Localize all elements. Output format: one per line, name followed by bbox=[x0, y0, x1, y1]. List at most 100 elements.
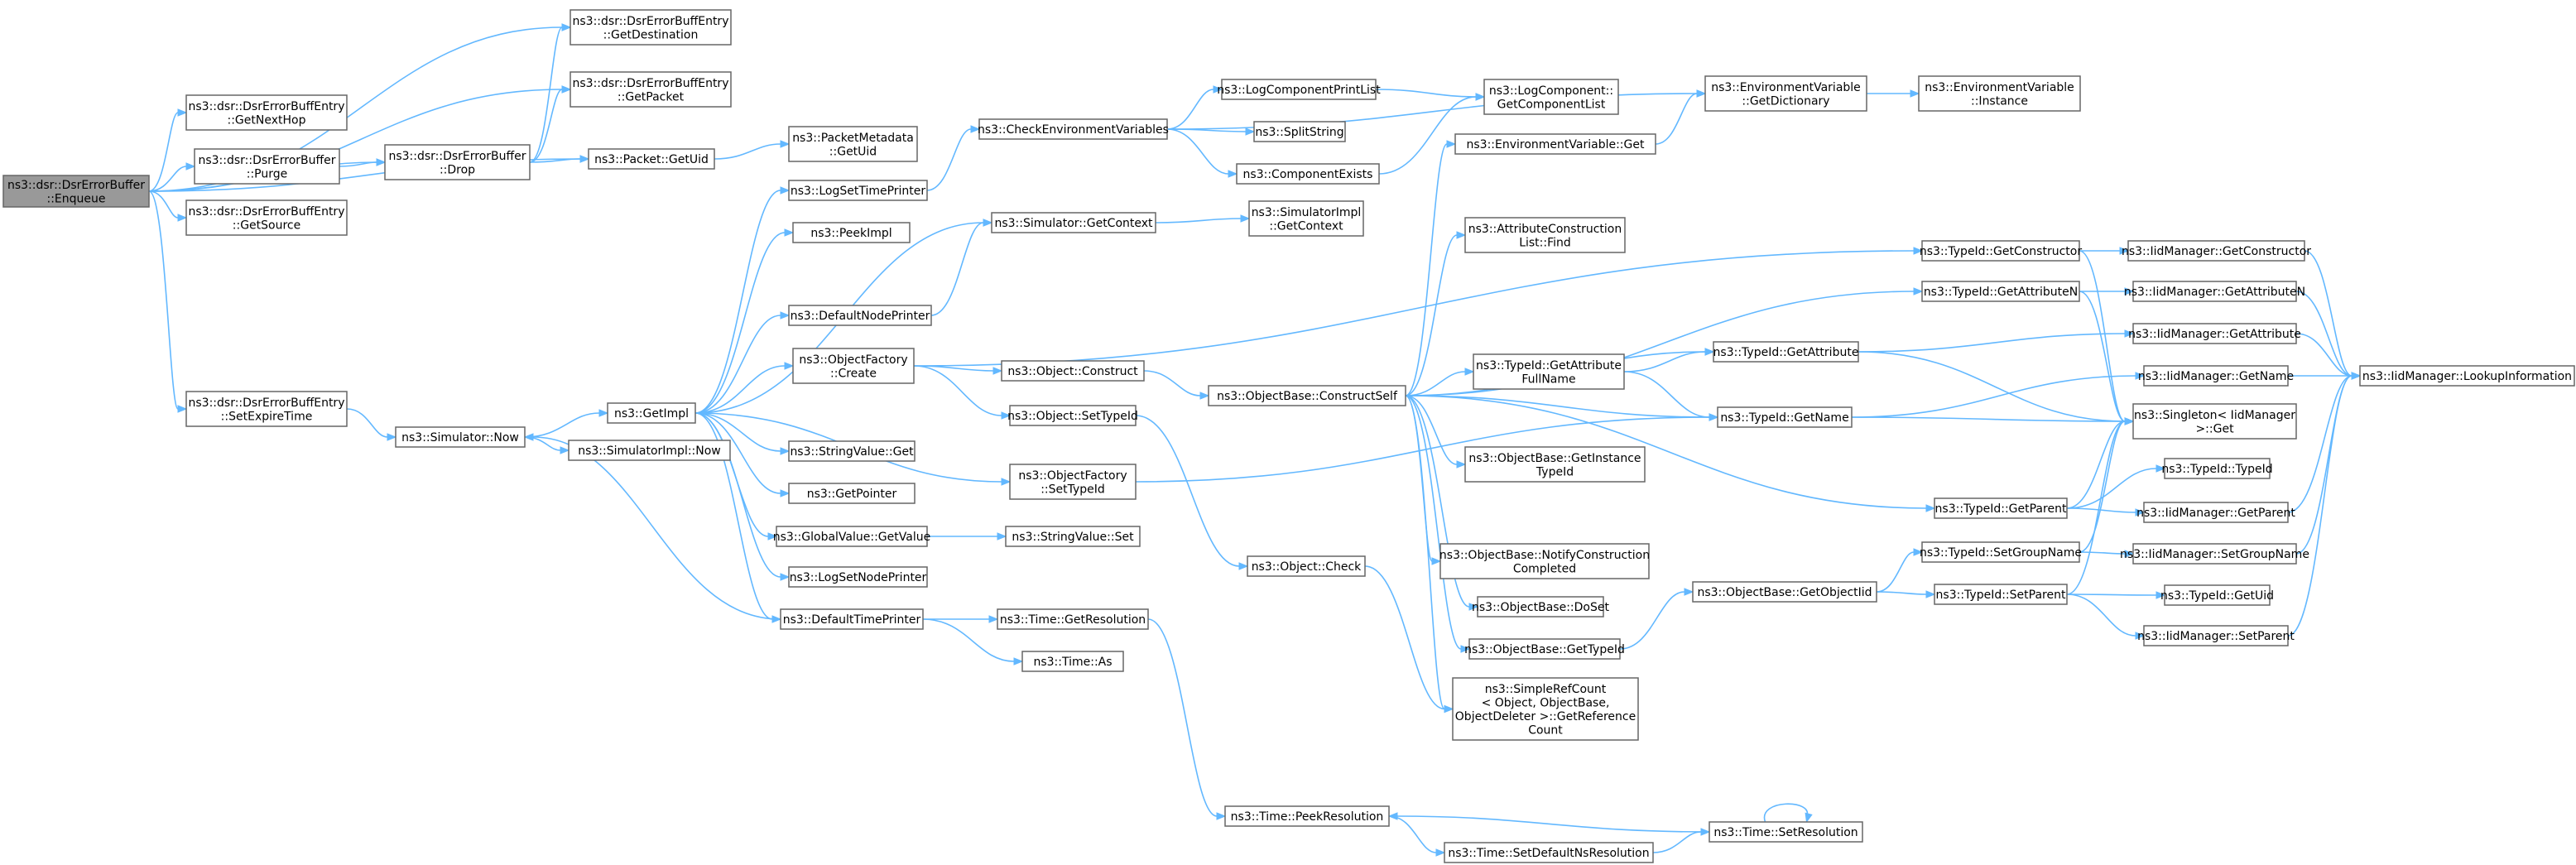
node-iidlookupinfo[interactable]: ns3::IidManager::LookupInformation bbox=[2359, 365, 2575, 387]
node-timepeekres[interactable]: ns3::Time::PeekResolution bbox=[1224, 805, 1390, 827]
arrowhead-icon bbox=[1456, 460, 1467, 469]
node-simgetcontext[interactable]: ns3::Simulator::GetContext bbox=[991, 212, 1156, 233]
node-objconstruct[interactable]: ns3::Object::Construct bbox=[1001, 360, 1145, 382]
edge-typeidsetgroupname-to-singletonget bbox=[2079, 417, 2135, 553]
node-purge[interactable]: ns3::dsr::DsrErrorBuffer::Purge bbox=[194, 148, 340, 185]
edge-line bbox=[1405, 395, 1433, 562]
node-typeidgetconstructor[interactable]: ns3::TypeId::GetConstructor bbox=[1920, 240, 2082, 262]
node-timegetres[interactable]: ns3::Time::GetResolution bbox=[997, 608, 1149, 630]
node-packetgetuid[interactable]: ns3::Packet::GetUid bbox=[588, 148, 715, 170]
node-simimplgetcontext[interactable]: ns3::SimulatorImpl::GetContext bbox=[1248, 200, 1364, 237]
node-objsettypeid[interactable]: ns3::Object::SetTypeId bbox=[1007, 405, 1138, 426]
node-componentexists[interactable]: ns3::ComponentExists bbox=[1236, 163, 1380, 185]
node-getpointer[interactable]: ns3::GetPointer bbox=[788, 483, 916, 504]
node-singletonget[interactable]: ns3::Singleton< IidManager>::Get bbox=[2132, 403, 2297, 440]
node-box bbox=[1001, 360, 1145, 382]
node-box bbox=[2132, 323, 2297, 344]
node-timeas[interactable]: ns3::Time::As bbox=[1021, 651, 1124, 672]
node-timesetres[interactable]: ns3::Time::SetResolution bbox=[1709, 821, 1863, 843]
node-typeidgetname[interactable]: ns3::TypeId::GetName bbox=[1717, 406, 1853, 428]
node-logcompgetlist[interactable]: ns3::LogComponent::GetComponentList bbox=[1483, 79, 1619, 115]
node-globalvaluegetvalue[interactable]: ns3::GlobalValue::GetValue bbox=[773, 526, 930, 547]
node-typeidsetparent[interactable]: ns3::TypeId::SetParent bbox=[1934, 584, 2068, 605]
arrowhead-icon bbox=[1913, 548, 1924, 556]
node-label: ns3::ObjectBase::GetObjectIid bbox=[1697, 586, 1872, 599]
node-box bbox=[1439, 543, 1650, 579]
node-typeidsetgroupname[interactable]: ns3::TypeId::SetGroupName bbox=[1920, 541, 2082, 563]
node-objfactorycreate[interactable]: ns3::ObjectFactory::Create bbox=[792, 348, 915, 384]
node-iidgetconstructor[interactable]: ns3::IidManager::GetConstructor bbox=[2122, 240, 2311, 262]
node-stringvalueget[interactable]: ns3::StringValue::Get bbox=[788, 440, 916, 462]
node-envvarinstance[interactable]: ns3::EnvironmentVariable::Instance bbox=[1918, 75, 2081, 112]
node-logcompprintlist[interactable]: ns3::LogComponentPrintList bbox=[1217, 79, 1381, 100]
node-getnexthop[interactable]: ns3::dsr::DsrErrorBuffEntry::GetNextHop bbox=[185, 94, 348, 131]
node-checkenv[interactable]: ns3::CheckEnvironmentVariables bbox=[978, 118, 1169, 140]
node-objbasedoset[interactable]: ns3::ObjectBase::DoSet bbox=[1472, 596, 1609, 618]
edge-line bbox=[1876, 551, 1915, 593]
node-iidsetgroupname[interactable]: ns3::IidManager::SetGroupName bbox=[2120, 543, 2309, 565]
node-objbasenotify[interactable]: ns3::ObjectBase::NotifyConstructionCompl… bbox=[1439, 543, 1650, 579]
edge-iidsetgroupname-to-iidlookupinfo bbox=[2295, 372, 2362, 555]
node-splitstring[interactable]: ns3::SplitString bbox=[1253, 121, 1346, 142]
node-label: ns3::SimpleRefCount bbox=[1485, 683, 1607, 696]
arrowhead-icon bbox=[2119, 247, 2130, 255]
node-typeidgetattributen[interactable]: ns3::TypeId::GetAttributeN bbox=[1921, 281, 2080, 302]
node-defaulttimeprinter[interactable]: ns3::DefaultTimePrinter bbox=[780, 608, 924, 630]
node-box bbox=[1452, 677, 1639, 741]
node-getsource[interactable]: ns3::dsr::DsrErrorBuffEntry::GetSource bbox=[185, 199, 348, 236]
node-peekimpl[interactable]: ns3::PeekImpl bbox=[792, 222, 911, 243]
node-logsetnodeprinter[interactable]: ns3::LogSetNodePrinter bbox=[788, 566, 928, 588]
node-envvarget[interactable]: ns3::EnvironmentVariable::Get bbox=[1454, 133, 1656, 155]
node-box bbox=[1692, 581, 1877, 603]
node-objbaseconstructself[interactable]: ns3::ObjectBase::ConstructSelf bbox=[1208, 385, 1406, 406]
node-iidgetname[interactable]: ns3::IidManager::GetName bbox=[2138, 365, 2294, 387]
node-timesetdefaultns[interactable]: ns3::Time::SetDefaultNsResolution bbox=[1444, 842, 1654, 863]
edge-typeidgetname-to-singletonget bbox=[1851, 416, 2135, 425]
node-typeidtypeid[interactable]: ns3::TypeId::TypeId bbox=[2161, 458, 2273, 479]
edge-line bbox=[694, 315, 781, 414]
node-iidgetparent[interactable]: ns3::IidManager::GetParent bbox=[2136, 502, 2295, 523]
node-logsettimeprinter[interactable]: ns3::LogSetTimePrinter bbox=[788, 180, 928, 201]
edge-getimpl-to-stringvalueget bbox=[694, 412, 791, 455]
node-envvargetdict[interactable]: ns3::EnvironmentVariable::GetDictionary bbox=[1704, 75, 1867, 112]
arrowhead-icon bbox=[997, 532, 1007, 541]
node-label: ns3::dsr::DsrErrorBuffEntry bbox=[189, 205, 345, 219]
node-simnow[interactable]: ns3::Simulator::Now bbox=[395, 426, 526, 448]
node-box bbox=[1921, 240, 2080, 262]
node-enqueue[interactable]: ns3::dsr::DsrErrorBuffer::Enqueue bbox=[2, 175, 150, 208]
node-box bbox=[788, 483, 916, 504]
node-objfactorysettypeid[interactable]: ns3::ObjectFactory::SetTypeId bbox=[1009, 464, 1137, 500]
node-box bbox=[2143, 625, 2289, 646]
node-iidsetparent[interactable]: ns3::IidManager::SetParent bbox=[2137, 625, 2295, 646]
arrowhead-icon bbox=[1460, 645, 1471, 653]
node-objbasegetobjectiid[interactable]: ns3::ObjectBase::GetObjectIid bbox=[1692, 581, 1877, 603]
node-simplerefcount[interactable]: ns3::SimpleRefCount< Object, ObjectBase,… bbox=[1452, 677, 1639, 741]
arrowhead-icon bbox=[177, 108, 188, 117]
node-simimplnow[interactable]: ns3::SimulatorImpl::Now bbox=[568, 440, 731, 461]
node-getpacket[interactable]: ns3::dsr::DsrErrorBuffEntry::GetPacket bbox=[570, 71, 732, 108]
arrowhead-icon bbox=[988, 615, 999, 623]
node-stringvalueset[interactable]: ns3::StringValue::Set bbox=[1005, 526, 1141, 547]
node-objcheck[interactable]: ns3::Object::Check bbox=[1247, 555, 1366, 577]
node-typeidgetattribute[interactable]: ns3::TypeId::GetAttribute bbox=[1713, 341, 1859, 363]
node-label: ns3::ObjectBase::GetInstance bbox=[1468, 452, 1641, 465]
node-typeidgetparent[interactable]: ns3::TypeId::GetParent bbox=[1934, 497, 2068, 519]
node-box bbox=[2143, 365, 2289, 387]
edge-purge-to-drop bbox=[339, 158, 387, 167]
node-pktmetadata[interactable]: ns3::PacketMetadata::GetUid bbox=[788, 126, 918, 162]
edge-line bbox=[694, 412, 781, 578]
arrowhead-icon bbox=[1245, 127, 1256, 136]
node-iidgetattribute[interactable]: ns3::IidManager::GetAttribute bbox=[2128, 323, 2301, 344]
node-objbasegettypeid[interactable]: ns3::ObjectBase::GetTypeId bbox=[1464, 638, 1625, 660]
node-getimpl[interactable]: ns3::GetImpl bbox=[607, 402, 696, 424]
node-label: ns3::DefaultTimePrinter bbox=[783, 613, 921, 627]
node-iidgetattributen[interactable]: ns3::IidManager::GetAttributeN bbox=[2124, 281, 2305, 302]
node-setexpire[interactable]: ns3::dsr::DsrErrorBuffEntry::SetExpireTi… bbox=[185, 391, 348, 427]
node-defaultnodeprinter[interactable]: ns3::DefaultNodePrinter bbox=[788, 305, 932, 326]
node-drop[interactable]: ns3::dsr::DsrErrorBuffer::Drop bbox=[384, 144, 531, 180]
node-getdest[interactable]: ns3::dsr::DsrErrorBuffEntry::GetDestinat… bbox=[570, 9, 732, 46]
node-typeidgetuid[interactable]: ns3::TypeId::GetUid bbox=[2160, 584, 2274, 606]
